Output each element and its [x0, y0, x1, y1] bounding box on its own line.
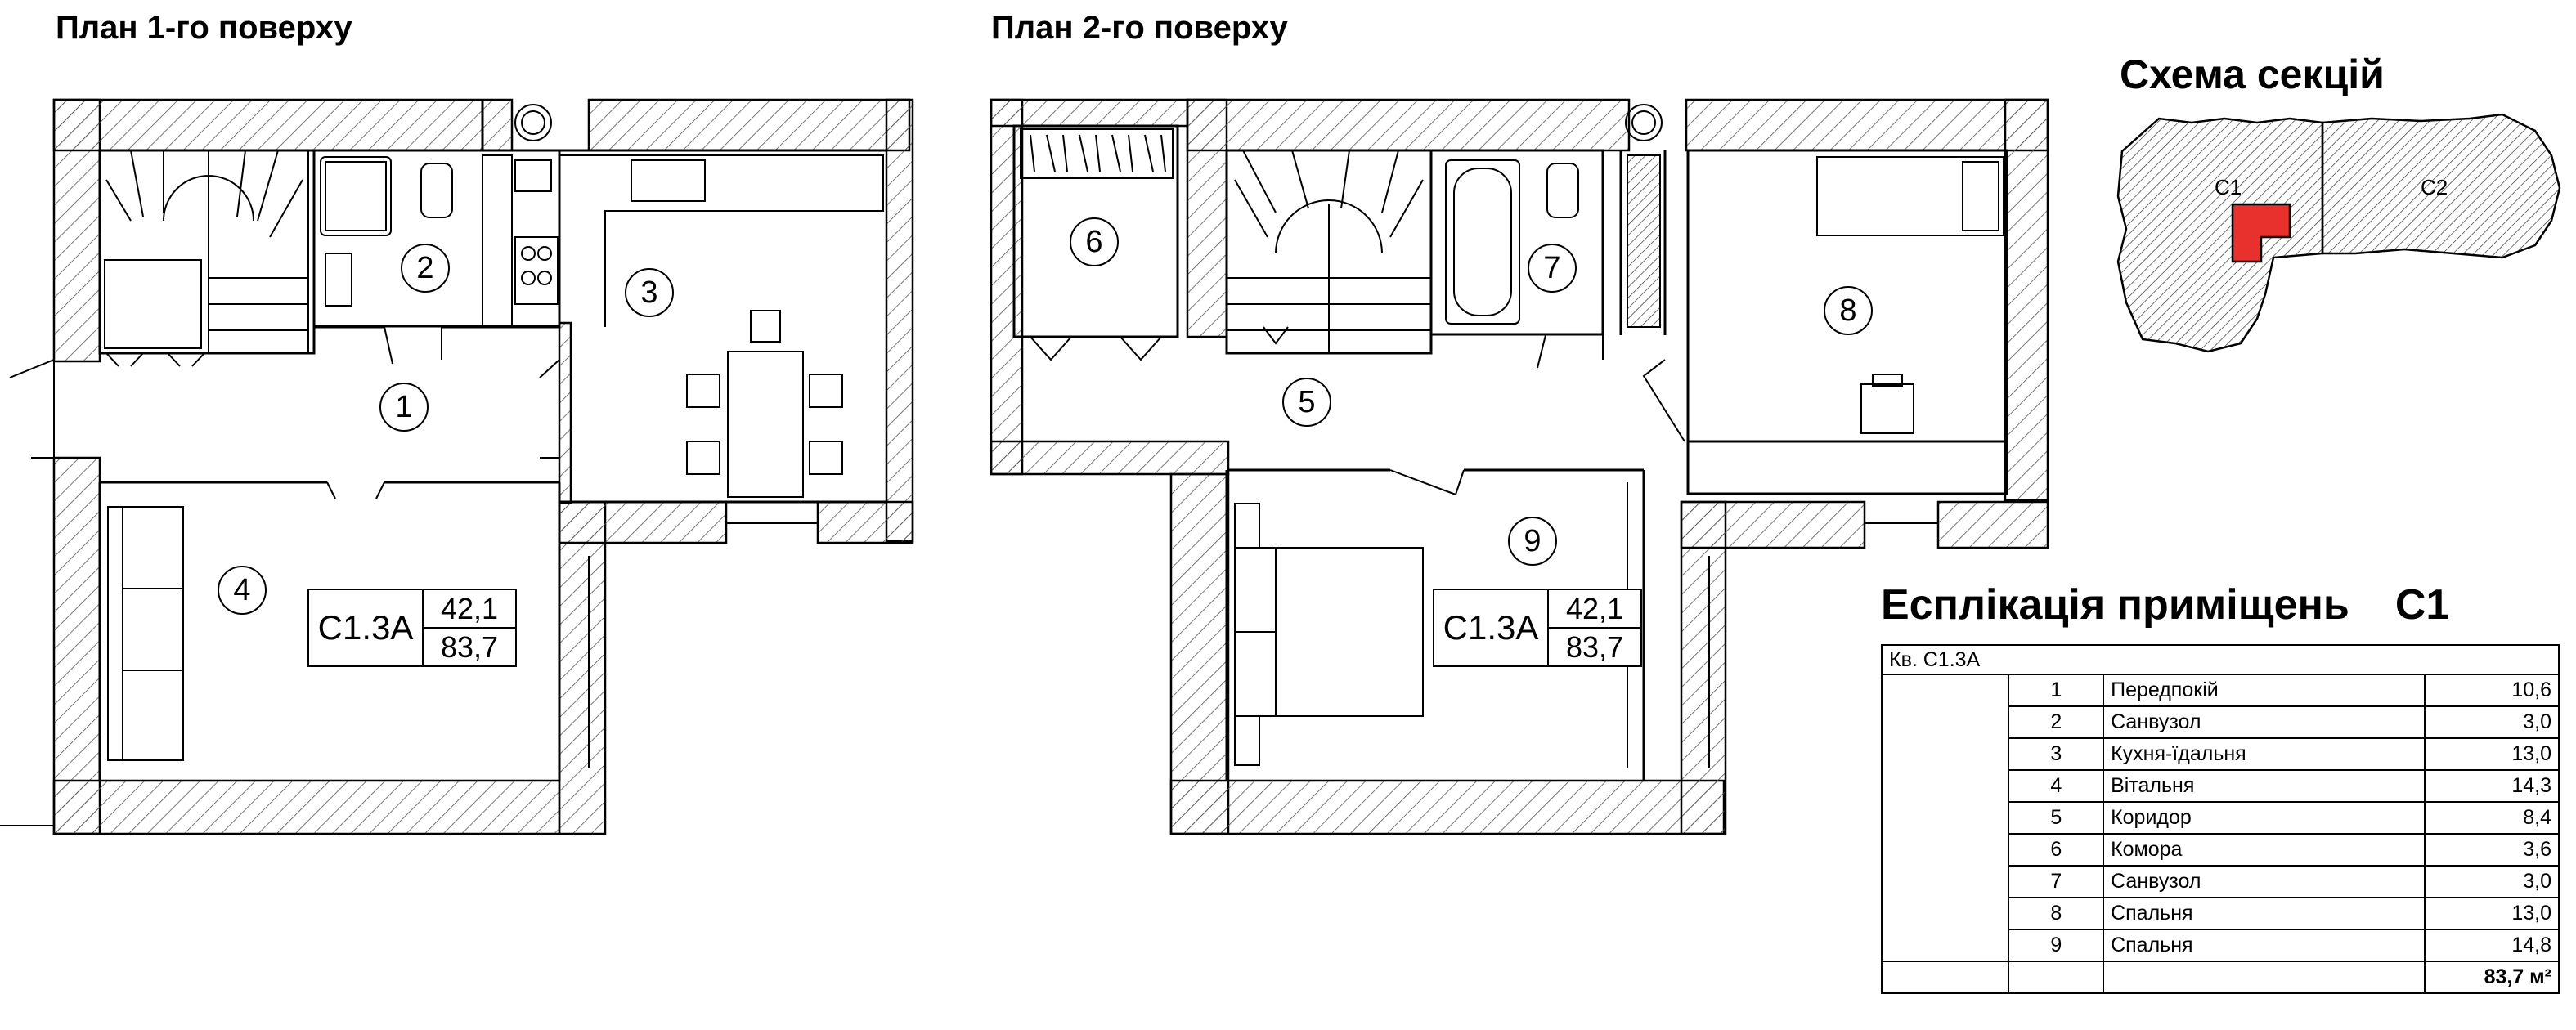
floor1-plan-title: План 1-го поверху — [56, 10, 352, 46]
room-number: 7 — [2008, 865, 2105, 898]
apartment-label: С1.3А — [309, 590, 424, 665]
floor2-inner-walls — [1012, 124, 2008, 781]
explication-section: С1 — [2394, 581, 2450, 629]
apartment-highlight — [2231, 203, 2291, 263]
room-name: Комора — [2103, 833, 2426, 867]
room-marker-7: 7 — [1528, 244, 1577, 293]
room-marker-1: 1 — [379, 383, 429, 432]
floor1-inner-walls — [98, 100, 886, 781]
table-total-row: 83,7 м² — [1880, 961, 2560, 994]
table-row: 8 Спальня 13,0 — [1882, 897, 2560, 930]
floor1-kitchen-fixtures — [514, 154, 884, 498]
floor2-walls — [990, 98, 2049, 835]
room-number: 8 — [2008, 897, 2105, 930]
room-name: Санвузол — [2103, 865, 2426, 898]
explication-title: Есплікація приміщень С1 — [1881, 580, 2449, 629]
explication-table: Кв. С1.3А 1 Передпокій 10,6 2 Санвузол 3… — [1880, 644, 2560, 994]
room-area: 8,4 — [2424, 801, 2560, 835]
apartment-label: С1.3А — [1434, 590, 1549, 665]
floor2-closet — [1020, 128, 1174, 361]
apartment-name-cell: Кв. С1.3А — [1881, 644, 2560, 675]
total-area: 83,7 м² — [2424, 961, 2560, 994]
table-row: 5 Коридор 8,4 — [1882, 801, 2560, 835]
room-area: 3,6 — [2424, 833, 2560, 867]
room-area: 3,0 — [2424, 705, 2560, 739]
table-row: 6 Комора 3,6 — [1882, 833, 2560, 867]
table-row: 4 Вітальня 14,3 — [1882, 769, 2560, 803]
empty-cell — [2008, 961, 2105, 994]
room-name: Передпокій — [2103, 674, 2426, 707]
floor1-sofa — [107, 506, 184, 761]
floor1-plan — [0, 98, 914, 835]
table-row: 3 Кухня-їдальня 13,0 — [1882, 737, 2560, 771]
floor2-plan-title: План 2-го поверху — [991, 10, 1288, 46]
floor1-windows — [0, 522, 818, 826]
floor2-plan — [990, 98, 2049, 835]
floor2-bedroom8-furniture — [1642, 156, 2004, 442]
floor1-stairs — [99, 150, 309, 354]
room-marker-5: 5 — [1282, 378, 1331, 427]
empty-cell — [2103, 961, 2426, 994]
section-c2-shape — [2321, 113, 2561, 259]
room-area: 10,6 — [2424, 674, 2560, 707]
room-marker-2: 2 — [401, 244, 450, 293]
room-marker-9: 9 — [1508, 517, 1557, 566]
room-number: 3 — [2008, 737, 2105, 771]
table-row: 2 Санвузол 3,0 — [1882, 705, 2560, 739]
room-marker-4: 4 — [218, 566, 267, 615]
room-name: Спальня — [2103, 929, 2426, 962]
room-name: Санвузол — [2103, 705, 2426, 739]
explication-title-text: Есплікація приміщень — [1881, 581, 2349, 629]
room-name: Спальня — [2103, 897, 2426, 930]
floor1-apartment-area-box: С1.3А 42,1 83,7 — [307, 589, 517, 667]
room-marker-6: 6 — [1070, 217, 1119, 266]
room-number: 1 — [2008, 674, 2105, 707]
room-marker-3: 3 — [625, 268, 674, 317]
floor2-windows — [1170, 522, 1938, 768]
room-marker-8: 8 — [1824, 286, 1873, 335]
section-c2-label: С2 — [2421, 175, 2448, 199]
room-number: 9 — [2008, 929, 2105, 962]
floor1-doors — [9, 326, 560, 499]
apartment-living-area: 42,1 — [1549, 590, 1640, 629]
table-header-row: Кв. С1.3А — [1881, 644, 2560, 675]
room-number: 4 — [2008, 769, 2105, 803]
floor1-bathroom-fixtures — [320, 104, 552, 328]
room-number: 5 — [2008, 801, 2105, 835]
room-number: 2 — [2008, 705, 2105, 739]
apartment-living-area: 42,1 — [424, 590, 515, 629]
room-area: 14,3 — [2424, 769, 2560, 803]
room-number: 6 — [2008, 833, 2105, 867]
empty-cell — [1880, 674, 2010, 962]
section-schema — [2116, 113, 2561, 353]
table-row: 7 Санвузол 3,0 — [1882, 865, 2560, 898]
floor2-apartment-area-box: С1.3А 42,1 83,7 — [1433, 589, 1642, 667]
room-area: 13,0 — [2424, 897, 2560, 930]
room-name: Коридор — [2103, 801, 2426, 835]
section-c1-shape — [2116, 117, 2324, 353]
apartment-total-area: 83,7 — [1565, 629, 1624, 664]
apartment-total-area: 83,7 — [440, 629, 499, 664]
room-area: 3,0 — [2424, 865, 2560, 898]
section-schema-title: Схема секцій — [2120, 52, 2385, 97]
table-row: 9 Спальня 14,8 — [1882, 929, 2560, 962]
table-row: 1 Передпокій 10,6 — [1880, 674, 2560, 962]
room-area: 14,8 — [2424, 929, 2560, 962]
room-name: Вітальня — [2103, 769, 2426, 803]
floor2-bathroom-fixtures — [1445, 104, 1663, 369]
floor1-walls — [52, 98, 914, 835]
empty-cell — [1880, 961, 2010, 994]
floor2-stairs — [1226, 150, 1432, 354]
room-name: Кухня-їдальня — [2103, 737, 2426, 771]
room-area: 13,0 — [2424, 737, 2560, 771]
section-c1-label: С1 — [2215, 175, 2242, 199]
